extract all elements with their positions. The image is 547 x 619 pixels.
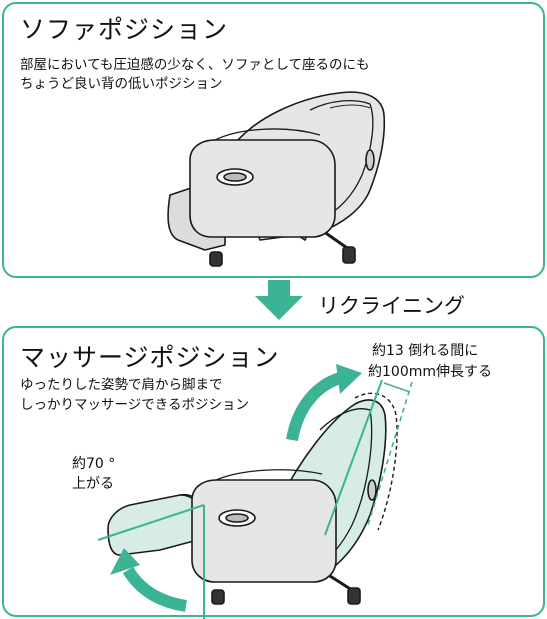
back-recline-note-line2: 約100mm伸長する [368, 364, 492, 380]
back-angle-line [324, 379, 383, 536]
reclining-label: リクライニング [318, 294, 465, 318]
leg-angle-line [97, 504, 205, 541]
massage-annotations [97, 364, 413, 619]
leg-raise-note-line2: 上がる [72, 476, 114, 492]
leg-raise-note-line1: 約70 ° [72, 456, 116, 472]
reclining-down-arrow [255, 280, 303, 320]
massage-position-desc-line1: ゆったりした姿勢で肩から脚まで [20, 377, 223, 393]
massage-position-desc-line2: しっかりマッサージできるポジション [20, 397, 249, 413]
massage-position-title: マッサージポジション [20, 343, 280, 372]
sofa-chair-illustration [167, 91, 386, 267]
sofa-position-desc-line2: ちょうど良い背の低いポジション [20, 76, 223, 92]
sofa-position-desc-line1: 部屋においても圧迫感の少なく、ソファとして座るのにも [20, 57, 370, 73]
back-recline-note-line1: 約13 倒れる間に [372, 343, 479, 359]
sofa-position-title: ソファポジション [20, 15, 229, 44]
back-extension-line [367, 381, 413, 526]
leg-raise-arrow [122, 566, 188, 612]
back-recline-arrow [286, 372, 343, 442]
extension-dimension [383, 382, 411, 393]
massage-chair-illustration [107, 392, 398, 605]
